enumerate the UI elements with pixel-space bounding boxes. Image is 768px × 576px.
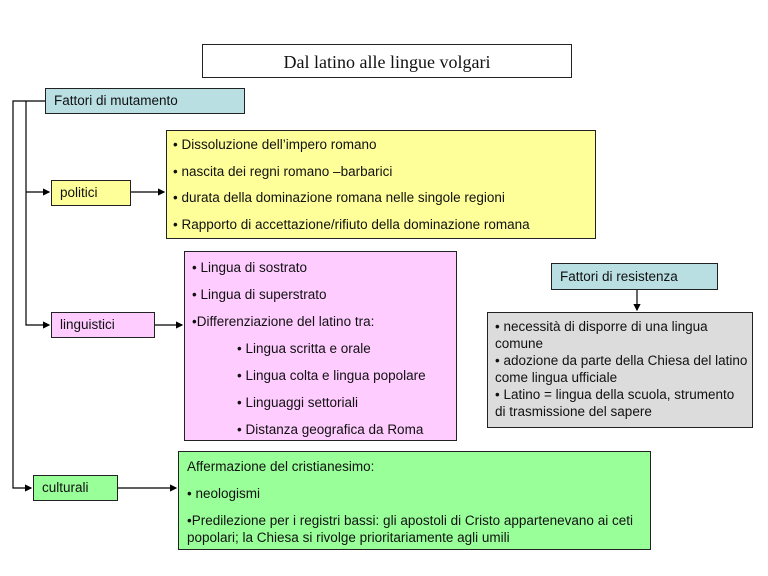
sub-list-item: • Lingua colta e lingua popolare bbox=[237, 368, 426, 383]
culturali-heading: Affermazione del cristianesimo: bbox=[187, 459, 375, 474]
outer-connector bbox=[12, 100, 45, 492]
list-item: • adozione da parte della Chiesa del lat… bbox=[495, 353, 748, 385]
fattori-mutamento-box: Fattori di mutamento bbox=[45, 88, 245, 114]
page-title: Dal latino alle lingue volgari bbox=[202, 44, 572, 78]
list-item: • Latino = lingua della scuola, strument… bbox=[495, 387, 735, 419]
list-item: •Predilezione per i registri bassi: gli … bbox=[187, 513, 633, 545]
list-item: • Dissoluzione dell’impero romano bbox=[173, 137, 377, 152]
culturali-details: Affermazione del cristianesimo: • neolog… bbox=[178, 451, 651, 550]
politici-box: politici bbox=[51, 180, 131, 206]
list-item: • necessità di disporre di una lingua co… bbox=[495, 319, 708, 351]
sub-list-item: • Distanza geografica da Roma bbox=[237, 422, 424, 437]
list-item: • nascita dei regni romano –barbarici bbox=[173, 163, 393, 179]
list-item: • Rapporto di accettazione/rifiuto della… bbox=[173, 216, 530, 232]
list-item: • Lingua di sostrato bbox=[192, 260, 308, 275]
sub-list-item: • Linguaggi settoriali bbox=[237, 395, 359, 410]
culturali-box: culturali bbox=[33, 475, 118, 501]
politici-details: • Dissoluzione dell’impero romano • nasc… bbox=[166, 130, 596, 239]
list-item: • durata della dominazione romana nelle … bbox=[173, 190, 505, 205]
linguistici-details: • Lingua di sostrato • Lingua di superst… bbox=[184, 251, 457, 441]
list-item: • Lingua di superstrato bbox=[192, 287, 327, 302]
linguistici-box: linguistici bbox=[51, 312, 155, 338]
fattori-resistenza-box: Fattori di resistenza bbox=[551, 263, 718, 290]
sub-list-item: • Lingua scritta e orale bbox=[237, 341, 371, 356]
list-item: •Differenziazione del latino tra: bbox=[192, 314, 375, 329]
inner-connector bbox=[25, 101, 51, 329]
resistenza-details: • necessità di disporre di una lingua co… bbox=[487, 312, 753, 428]
list-item: • neologismi bbox=[187, 486, 261, 501]
